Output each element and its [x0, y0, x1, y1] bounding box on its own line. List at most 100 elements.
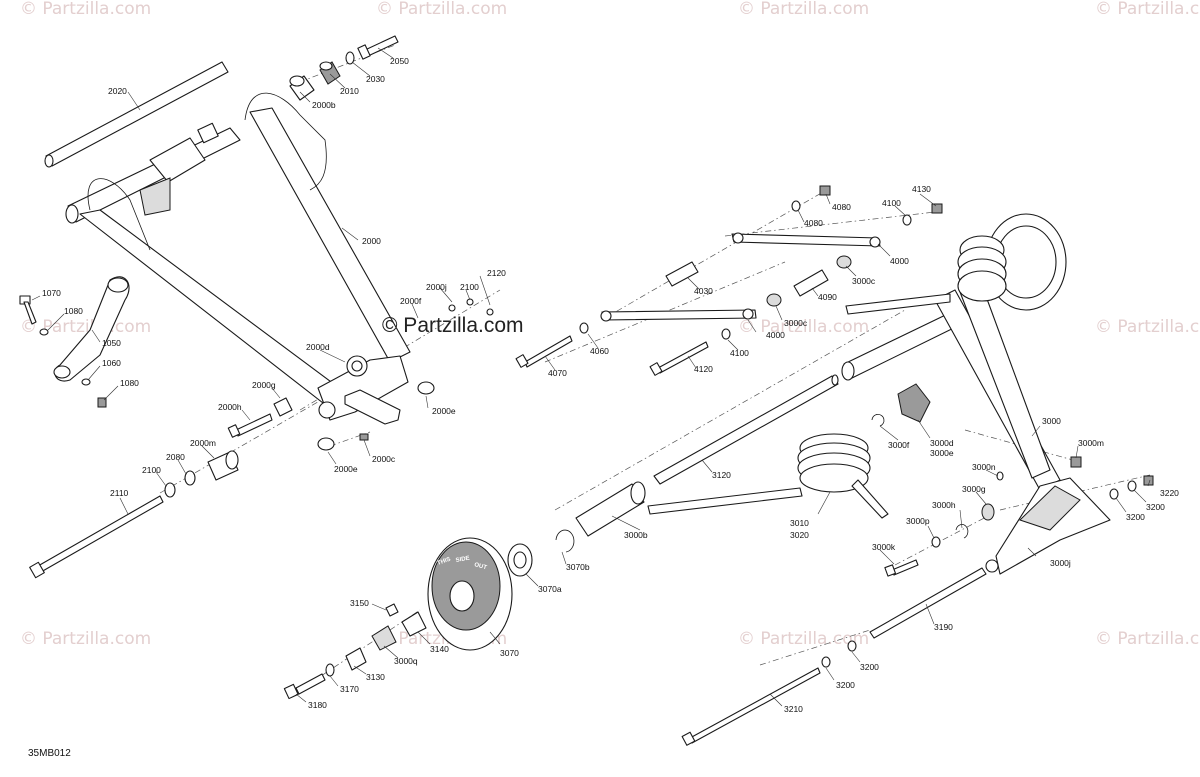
bushing-3000c[interactable] [766, 255, 852, 307]
label-3000c-bottom: 3000c [784, 318, 808, 328]
spacer-4090[interactable] [793, 269, 829, 297]
washer-3170[interactable] [325, 663, 335, 677]
shaft-2020[interactable] [44, 61, 229, 168]
parts-2000j-2000f-2100-2120[interactable] [448, 298, 494, 316]
label-4100-top: 4100 [882, 198, 901, 208]
washer-2080[interactable] [184, 470, 196, 486]
washer-2100[interactable] [164, 482, 176, 498]
label-4100-bottom: 4100 [730, 348, 749, 358]
spring-3000-top[interactable] [957, 235, 1007, 302]
bushing-3000q[interactable] [371, 625, 397, 651]
bolt-3210[interactable] [681, 667, 821, 746]
watermark-text: © Partzilla.com [20, 629, 151, 649]
bushing-2000g[interactable] [273, 397, 293, 417]
front-arm-2000[interactable] [65, 92, 411, 425]
washer-2030[interactable] [345, 51, 355, 65]
bolt-3180[interactable] [283, 673, 326, 700]
brand-watermark: © Partzilla.com [382, 314, 524, 337]
bolt-4070[interactable] [515, 335, 573, 368]
label-3140: 3140 [430, 644, 449, 654]
washer-3000p[interactable] [931, 536, 941, 548]
label-3070b: 3070b [566, 562, 590, 572]
label-1080-top: 1080 [64, 306, 83, 316]
label-3070a: 3070a [538, 584, 562, 594]
rear-arm-3000[interactable] [841, 279, 1111, 575]
label-2000f: 2000f [400, 296, 422, 306]
bushing-2000m[interactable] [207, 450, 239, 481]
block-3000d[interactable] [897, 383, 931, 423]
wheel-text: THIS [437, 557, 452, 567]
label-4080-left: 4080 [804, 218, 823, 228]
spring-3010-3020[interactable] [647, 433, 889, 519]
washer-1060[interactable] [81, 378, 91, 386]
label-3200-bottom-left: 3200 [836, 680, 855, 690]
label-3000: 3000 [1042, 416, 1061, 426]
shaft-3120[interactable] [653, 374, 839, 485]
link-4000-bottom[interactable] [600, 308, 757, 322]
bushing-3140[interactable] [401, 611, 427, 637]
bushing-2000e-bottom[interactable] [317, 437, 335, 451]
wheel-text: OUT [473, 562, 487, 571]
bolt-1070[interactable] [19, 295, 37, 325]
watermark-text: © Partzilla.com [1095, 0, 1200, 19]
bolt-2050[interactable] [357, 35, 399, 60]
clip-3000f[interactable] [871, 414, 885, 427]
label-3000j: 3000j [1050, 558, 1071, 568]
spacer-4030[interactable] [665, 261, 699, 287]
label-3000c-top: 3000c [852, 276, 876, 286]
label-4000-bottom: 4000 [766, 330, 785, 340]
wheel-3070[interactable]: THIS SIDE OUT [427, 537, 513, 651]
watermark-text: © Partzilla.com [20, 317, 151, 337]
label-3000p: 3000p [906, 516, 930, 526]
bolt-4120[interactable] [649, 341, 709, 376]
parts-3200-3220[interactable] [1109, 475, 1154, 500]
label-2000e-bottom: 2000e [334, 464, 358, 474]
wheel-text: SIDE [455, 556, 470, 564]
label-2000j: 2000j [426, 282, 447, 292]
label-3200-left: 3200 [1126, 512, 1145, 522]
washer-4080[interactable] [791, 200, 801, 212]
label-4090: 4090 [818, 292, 837, 302]
label-4070: 4070 [548, 368, 567, 378]
label-2030: 2030 [366, 74, 385, 84]
bushing-2000b[interactable] [289, 75, 315, 101]
link-4000-top[interactable] [731, 232, 881, 248]
arm-1050[interactable] [53, 276, 130, 382]
label-3000b: 3000b [624, 530, 648, 540]
bolt-3000k[interactable] [884, 559, 919, 577]
label-3130: 3130 [366, 672, 385, 682]
label-2000e-right: 2000e [432, 406, 456, 416]
nut-4080-4130[interactable] [819, 185, 943, 214]
nut-1080-bottom[interactable] [97, 397, 107, 408]
label-2050: 2050 [390, 56, 409, 66]
bushing-3130[interactable] [345, 647, 367, 671]
washer-4060[interactable] [579, 322, 589, 334]
fitting-2000c[interactable] [359, 433, 369, 441]
label-3000e: 3000e [930, 448, 954, 458]
label-4030: 4030 [694, 286, 713, 296]
parts-3000n-3000g-3000h[interactable] [955, 471, 1004, 539]
label-3200-bottom-right: 3200 [860, 662, 879, 672]
label-2110: 2110 [110, 488, 129, 498]
label-4060: 4060 [590, 346, 609, 356]
nut-3000m[interactable] [1070, 456, 1082, 468]
label-3020: 3020 [790, 530, 809, 540]
washer-4100[interactable] [721, 214, 912, 340]
label-3220: 3220 [1160, 488, 1179, 498]
washer-3200-bottom[interactable] [821, 640, 857, 668]
washer-1080-top[interactable] [39, 328, 49, 336]
label-1080-bottom: 1080 [120, 378, 139, 388]
label-2000d: 2000d [306, 342, 330, 352]
bolt-2110[interactable] [29, 495, 164, 579]
label-3010: 3010 [790, 518, 809, 528]
bolt-2000h[interactable] [227, 413, 273, 438]
bushing-2000e-right[interactable] [417, 381, 435, 395]
label-3000d: 3000d [930, 438, 954, 448]
label-3000f: 3000f [888, 440, 910, 450]
label-4000-top: 4000 [890, 256, 909, 266]
tube-3000b[interactable] [575, 481, 646, 537]
snap-ring-3070b[interactable] [555, 529, 575, 553]
bearing-3070a[interactable] [507, 543, 533, 577]
shaft-3190[interactable] [869, 567, 987, 639]
spacer-3150[interactable] [385, 603, 399, 617]
